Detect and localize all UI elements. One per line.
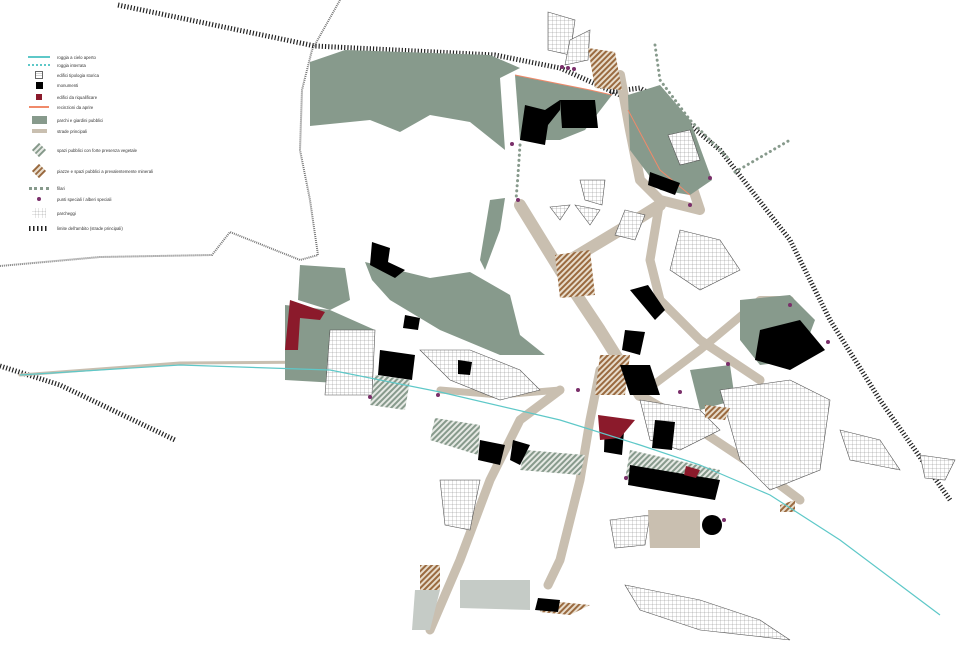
fences-to-open — [514, 74, 691, 196]
legend-label: monumenti — [57, 82, 79, 88]
legend-item-area-limit: limite dell'ambito (strade principali) — [28, 221, 123, 235]
legend-item-buried-canal: roggia interrata — [28, 58, 86, 72]
legend-item-buildings-to-redevelop: edifici da riqualificare — [28, 90, 97, 104]
historic-buildings — [324, 11, 956, 641]
legend-item-tree-rows: filari — [28, 181, 65, 195]
monuments — [370, 100, 825, 612]
tree-rows — [514, 43, 792, 202]
parking-swatch — [32, 208, 46, 218]
legend-label: roggia interrata — [57, 62, 86, 68]
legend-item-fences-to-open: recinzioni da aprire — [28, 100, 93, 114]
legend-item-parking: parcheggi — [28, 206, 76, 220]
legend-item-green-public-spaces: spazi pubblici con forte presenza vegeta… — [28, 142, 137, 158]
legend-label: parchi e giardini pubblici — [57, 117, 104, 123]
open-canal — [19, 364, 941, 616]
legend-label: strade principali — [57, 128, 88, 134]
mineral-square-swatch — [31, 163, 47, 179]
legend-label: parcheggi — [57, 210, 76, 216]
legend-item-monuments: monumenti — [28, 78, 78, 92]
historic-building-swatch — [35, 71, 43, 79]
park-swatch — [31, 116, 47, 124]
road-swatch — [31, 129, 47, 133]
legend-item-main-roads: strade principali — [28, 124, 87, 138]
special-points — [368, 65, 830, 522]
redevelop-swatch — [36, 94, 42, 100]
paved-areas — [412, 510, 700, 630]
special-point-swatch — [37, 197, 41, 201]
green-space-swatch — [31, 142, 47, 158]
legend-label: spazi pubblici con forte presenza vegeta… — [57, 147, 138, 153]
legend-label: piazze e spazi pubblici a prevalentement… — [57, 168, 154, 174]
fence-swatch — [29, 106, 49, 108]
legend-item-public-parks: parchi e giardini pubblici — [28, 113, 103, 127]
legend-label: roggia a cielo aperto — [57, 54, 96, 60]
monument-swatch — [35, 81, 43, 89]
open-canal-swatch — [28, 56, 50, 58]
buildings-to-redevelop — [285, 300, 700, 478]
tree-row-swatch — [29, 186, 49, 190]
area-limit-lines — [0, 2, 953, 502]
legend-label: edifici tipologia storica — [57, 72, 100, 78]
area-limit-swatch — [29, 225, 49, 231]
legend-label: limite dell'ambito (strade principali) — [57, 225, 123, 231]
legend-item-special-points: punti speciali / alberi speciali — [28, 192, 111, 206]
legend-label: recinzioni da aprire — [57, 104, 94, 110]
legend-label: edifici da riqualificare — [57, 94, 98, 100]
dotted-boundary-line — [0, 0, 341, 267]
buried-canal-swatch — [28, 64, 50, 66]
legend-item-open-canal: roggia a cielo aperto — [28, 50, 96, 64]
legend-item-historic-buildings: edifici tipologia storica — [28, 68, 99, 82]
legend-label: filari — [57, 185, 65, 191]
legend-item-mineral-squares: piazze e spazi pubblici a prevalentement… — [28, 163, 153, 179]
legend-label: punti speciali / alberi speciali — [57, 196, 112, 202]
